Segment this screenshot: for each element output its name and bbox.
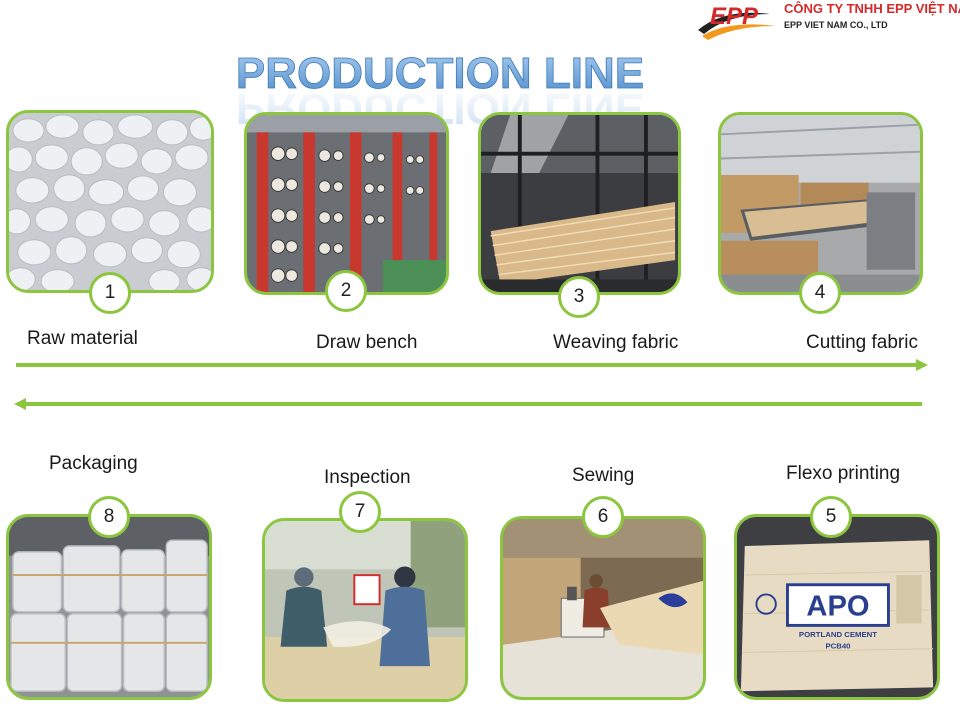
plastic-pellets-icon xyxy=(9,113,211,290)
printed-bag-icon: APO PORTLAND CEMENT PCB40 xyxy=(737,517,937,697)
epp-logo-icon: EPP xyxy=(698,3,776,40)
workers-inspecting-icon xyxy=(265,521,465,699)
photo-flexo-printing: APO PORTLAND CEMENT PCB40 xyxy=(734,514,940,700)
bobbin-rack-icon xyxy=(247,115,446,292)
photo-sewing xyxy=(500,516,706,700)
photo-raw-material xyxy=(6,110,214,293)
step-label-packaging: Packaging xyxy=(49,453,138,474)
step-label-inspection: Inspection xyxy=(324,467,411,488)
weaving-loom-icon xyxy=(481,115,678,292)
step-number-1: 1 xyxy=(89,272,131,314)
packed-bales-icon xyxy=(9,517,209,697)
page-title: PRODUCTION LINE PRODUCTION LINE xyxy=(235,49,644,133)
step-label-weaving-fabric: Weaving fabric xyxy=(553,332,679,353)
cutting-workshop-icon xyxy=(721,115,920,292)
photo-draw-bench xyxy=(244,112,449,295)
step-label-flexo-printing: Flexo printing xyxy=(786,463,901,484)
flow-arrow-left-icon xyxy=(14,398,922,410)
photo-cutting-fabric xyxy=(718,112,923,295)
step-number-2: 2 xyxy=(325,270,367,312)
photo-weaving-fabric xyxy=(478,112,681,295)
step-number-7: 7 xyxy=(339,491,381,533)
step-number-5: 5 xyxy=(810,496,852,538)
step-number-6: 6 xyxy=(582,496,624,538)
photo-packaging xyxy=(6,514,212,700)
bag-brand-text: APO xyxy=(806,591,869,623)
step-number-3: 3 xyxy=(558,276,600,318)
photo-inspection xyxy=(262,518,468,702)
company-name-en: EPP VIET NAM CO., LTD xyxy=(784,20,888,30)
logo-text: EPP xyxy=(710,3,759,30)
step-number-4: 4 xyxy=(799,272,841,314)
company-name-vn: CÔNG TY TNHH EPP VIỆT NAM xyxy=(784,1,960,16)
bag-line1-text: PORTLAND CEMENT xyxy=(799,630,877,639)
sewing-machine-icon xyxy=(503,519,703,697)
step-label-cutting-fabric: Cutting fabric xyxy=(806,332,918,353)
company-logo: EPP CÔNG TY TNHH EPP VIỆT NAM EPP VIET N… xyxy=(694,0,960,44)
step-label-sewing: Sewing xyxy=(572,465,635,486)
page-title-text: PRODUCTION LINE xyxy=(236,49,644,98)
bag-line2-text: PCB40 xyxy=(825,642,850,651)
flow-arrow-right-icon xyxy=(16,359,928,371)
step-number-8: 8 xyxy=(88,496,130,538)
step-label-raw-material: Raw material xyxy=(27,328,138,349)
step-label-draw-bench: Draw bench xyxy=(316,332,418,353)
